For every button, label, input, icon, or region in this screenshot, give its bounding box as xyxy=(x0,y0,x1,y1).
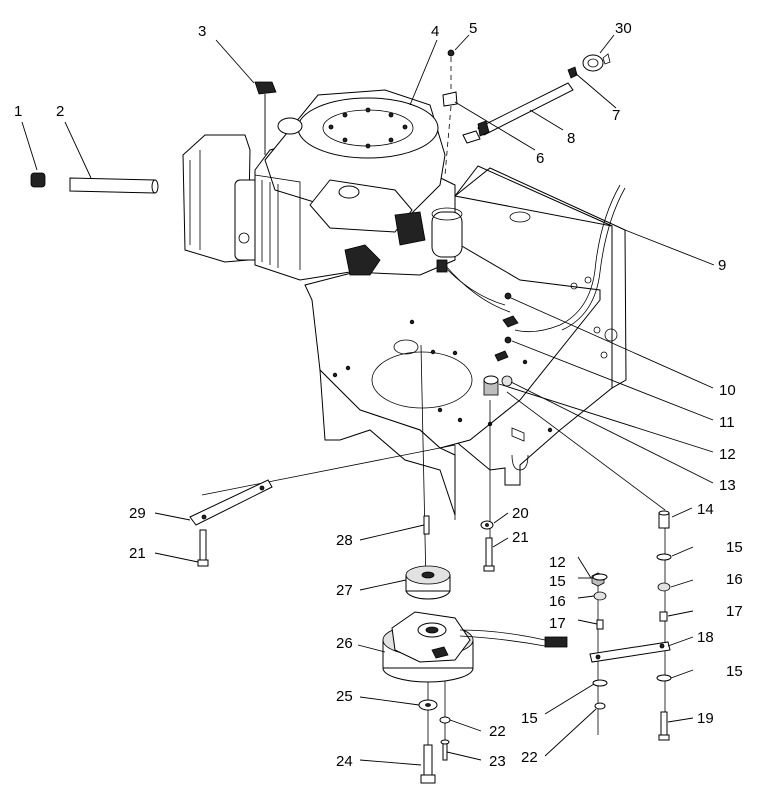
hose-icon xyxy=(462,53,611,144)
callout-17a: 17 xyxy=(726,603,743,620)
cap-30-icon xyxy=(582,53,611,72)
bolt-icon xyxy=(442,49,458,176)
callout-15d: 15 xyxy=(521,710,538,727)
washer-15b-icon xyxy=(656,674,672,682)
bolt-24-icon xyxy=(420,744,436,784)
callout-11: 11 xyxy=(719,414,735,431)
callout-26: 26 xyxy=(336,635,353,652)
callout-5: 5 xyxy=(469,20,477,37)
callout-29: 29 xyxy=(129,505,146,522)
washer-15c-icon xyxy=(592,573,608,581)
callout-15a: 15 xyxy=(726,539,743,556)
bolt-21a-icon xyxy=(197,529,209,567)
washer-15d-icon xyxy=(592,679,608,687)
callout-7: 7 xyxy=(612,107,620,124)
callout-27: 27 xyxy=(336,582,353,599)
callout-10: 10 xyxy=(719,382,736,399)
callout-12b: 12 xyxy=(549,554,566,571)
callout-12a: 12 xyxy=(719,446,736,463)
callout-25: 25 xyxy=(336,688,353,705)
callout-20: 20 xyxy=(512,505,529,522)
bolt-21b-icon xyxy=(483,537,495,572)
callout-1: 1 xyxy=(14,103,22,120)
callout-23: 23 xyxy=(489,753,506,770)
callout-18: 18 xyxy=(697,629,714,646)
pto-clutch-icon xyxy=(382,611,568,683)
callout-16a: 16 xyxy=(726,571,743,588)
bracket-18-icon xyxy=(589,641,671,663)
callout-28: 28 xyxy=(336,532,353,549)
bolt-19-icon xyxy=(658,711,670,741)
callout-8: 8 xyxy=(567,130,575,147)
callout-21b: 21 xyxy=(129,545,146,562)
callout-22b: 22 xyxy=(521,749,538,766)
engine-icon xyxy=(254,89,463,281)
leader-lines xyxy=(21,34,715,766)
spark-plug-icon xyxy=(494,292,519,362)
callout-labels: 1 2 3 4 5 30 7 8 6 9 10 11 12 13 14 15 1… xyxy=(14,20,743,770)
spacer-16a-icon xyxy=(657,582,671,592)
plate-icon xyxy=(189,479,273,526)
decal-icon xyxy=(254,81,277,155)
callout-22a: 22 xyxy=(489,723,506,740)
callout-15b: 15 xyxy=(726,663,743,680)
callout-9: 9 xyxy=(718,257,726,274)
washer-20-icon xyxy=(480,520,494,530)
spacer-16b-icon xyxy=(593,591,607,601)
callout-13: 13 xyxy=(719,477,736,494)
callout-4: 4 xyxy=(431,23,439,40)
callout-15c: 15 xyxy=(549,573,566,590)
callout-30: 30 xyxy=(615,20,632,37)
callout-19: 19 xyxy=(697,710,714,727)
washer-25-icon xyxy=(418,699,438,711)
pulley-27-icon xyxy=(405,565,451,600)
bushing-17a-icon xyxy=(659,611,668,622)
callout-6: 6 xyxy=(536,150,544,167)
bushing-17b-icon xyxy=(596,619,604,630)
bolt-23-icon xyxy=(440,739,450,761)
cap-icon xyxy=(30,172,46,188)
spacer-icon xyxy=(483,375,513,396)
washer-22a-icon xyxy=(439,716,451,724)
callout-16b: 16 xyxy=(549,593,566,610)
spacer-14-icon xyxy=(658,510,670,529)
callout-24: 24 xyxy=(336,753,353,770)
washer-15a-icon xyxy=(656,553,672,561)
callout-3: 3 xyxy=(198,23,206,40)
callout-21a: 21 xyxy=(512,529,529,546)
callout-14: 14 xyxy=(697,501,714,518)
callout-17b: 17 xyxy=(549,615,566,632)
key-28-icon xyxy=(423,515,430,535)
washer-22b-icon xyxy=(594,702,606,710)
tube-icon xyxy=(69,177,159,194)
callout-2: 2 xyxy=(56,103,64,120)
